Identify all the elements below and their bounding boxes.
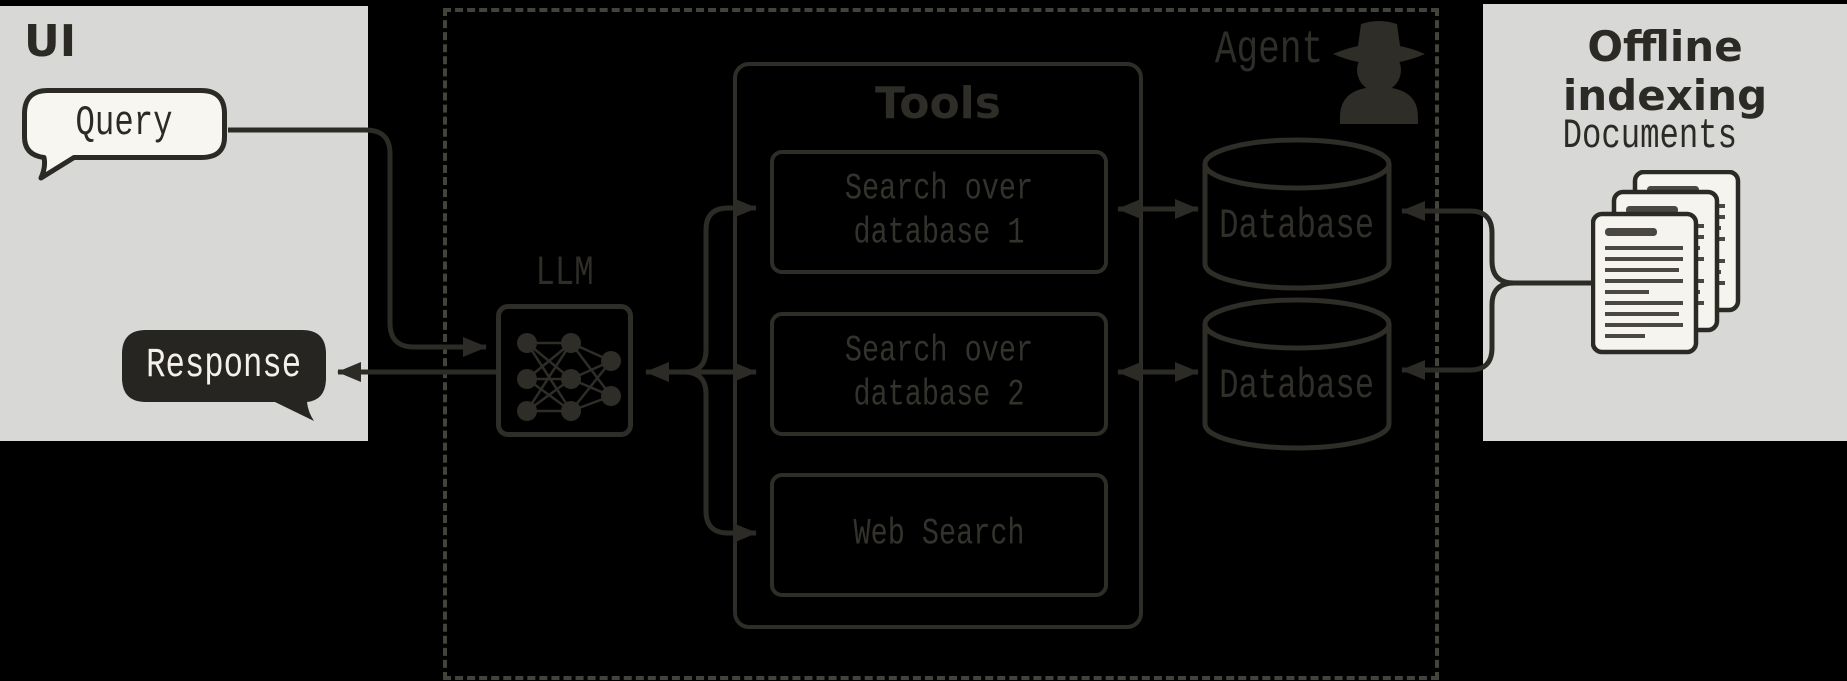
- database-2-label-wrap: Database: [1213, 362, 1381, 412]
- response-bubble-label: Response: [146, 342, 302, 390]
- query-bubble-label-wrap: Query: [22, 88, 227, 160]
- database-cylinder-1: [1202, 137, 1392, 291]
- spy-hat-person-icon: [1333, 21, 1425, 124]
- tool-box-search-db2: Search over database 2: [770, 312, 1108, 436]
- agent-dashed-box: [443, 8, 1439, 680]
- tool-box-search-db1: Search over database 1: [770, 150, 1108, 274]
- tool-box-search-db2-label: Search over database 2: [844, 331, 1034, 417]
- tool-box-search-db1-label: Search over database 1: [844, 169, 1034, 255]
- documents-stack-icon: [1591, 170, 1741, 355]
- response-bubble-shape: [122, 330, 326, 421]
- documents-label-wrap: Documents: [1550, 114, 1750, 160]
- agent-label-wrap: Agent: [1186, 24, 1326, 76]
- documents-to-database1-connector: [1401, 201, 1515, 286]
- llm-box: [496, 304, 633, 437]
- database-2-label: Database: [1219, 363, 1375, 411]
- query-to-llm-connector: [228, 127, 487, 357]
- neural-network-icon: [517, 333, 621, 421]
- database-cylinder-2: [1202, 297, 1392, 451]
- response-bubble-label-wrap: Response: [122, 330, 326, 402]
- tool-box-web-search: Web Search: [770, 473, 1108, 597]
- query-bubble: Query: [22, 88, 227, 184]
- offline-panel-title: Offline indexing: [1562, 22, 1768, 120]
- llm-to-search-db1-connector: [683, 198, 757, 375]
- llm-label-wrap: LLM: [496, 250, 633, 298]
- documents-to-database2-connector: [1401, 280, 1515, 380]
- documents-label: Documents: [1562, 113, 1738, 161]
- query-bubble-shape: [22, 88, 227, 181]
- tool-box-web-search-label: Web Search: [853, 514, 1025, 556]
- query-bubble-label: Query: [76, 100, 173, 148]
- ui-panel-title: UI: [24, 16, 77, 67]
- response-bubble: Response: [122, 330, 326, 422]
- llm-label: LLM: [535, 250, 594, 298]
- agent-label: Agent: [1214, 23, 1324, 77]
- database-1-label-wrap: Database: [1213, 202, 1381, 252]
- tools-container: Tools Search over database 1 Search over…: [733, 62, 1143, 629]
- database-1-label: Database: [1219, 203, 1375, 251]
- tools-title: Tools: [875, 78, 1001, 129]
- llm-to-web-search-connector: [683, 369, 757, 543]
